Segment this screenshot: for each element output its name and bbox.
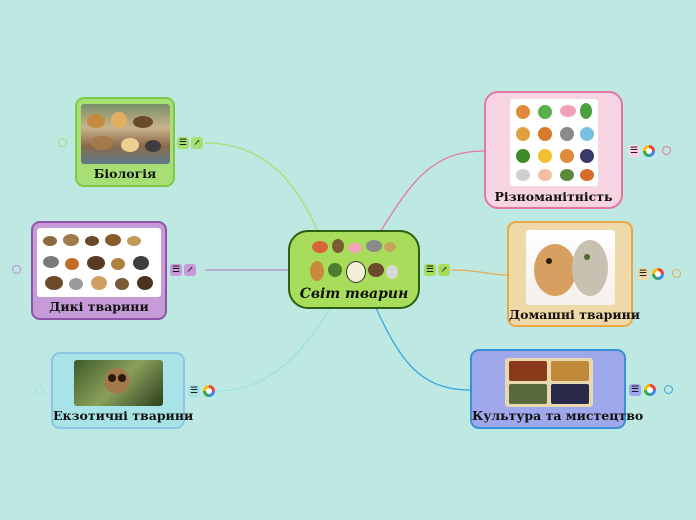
collapse-toggle[interactable]	[35, 386, 44, 395]
central-topic-title: Світ тварин	[299, 286, 409, 302]
collapse-toggle[interactable]	[58, 138, 67, 147]
link-icon[interactable]: ↗	[191, 137, 203, 149]
notes-icon[interactable]: ☰	[628, 145, 640, 157]
topic-domestic-animals[interactable]: Домашні тварини	[507, 221, 641, 327]
topic-wild-animals[interactable]: Дикі тварини	[31, 221, 167, 320]
link-icon[interactable]: ↗	[438, 264, 450, 276]
notes-icon[interactable]: ☰	[637, 268, 649, 280]
collapse-toggle[interactable]	[12, 265, 21, 274]
link-icon[interactable]: ↗	[184, 264, 196, 276]
collapse-toggle[interactable]	[672, 269, 681, 278]
topic-diversity[interactable]: Різноманітність	[484, 91, 623, 209]
notes-icon[interactable]: ☰	[629, 384, 641, 396]
google-search-icon[interactable]	[203, 385, 215, 397]
collapse-toggle[interactable]	[664, 385, 673, 394]
topic-wild-animals-label: Дикі тварини	[49, 299, 149, 314]
google-search-icon[interactable]	[644, 384, 656, 396]
topic-biology[interactable]: Біологія	[75, 97, 175, 187]
culture-art-image	[505, 358, 593, 407]
central-topic[interactable]: Світ тварин	[288, 230, 420, 309]
central-animals-image	[308, 237, 400, 287]
notes-icon[interactable]: ☰	[177, 137, 189, 149]
collapse-toggle[interactable]	[662, 146, 671, 155]
notes-icon[interactable]: ☰	[188, 385, 200, 397]
link-biology	[204, 142, 319, 233]
topic-biology-label: Біологія	[93, 166, 157, 181]
topic-exotic-animals[interactable]: Екзотичні тварини	[51, 352, 194, 429]
link-domestic	[451, 269, 508, 276]
link-exotic	[217, 307, 331, 392]
notes-icon[interactable]: ☰	[424, 264, 436, 276]
exotic-animal-image	[74, 360, 163, 406]
link-culture	[375, 307, 471, 391]
domestic-animals-image	[526, 230, 615, 305]
notes-icon[interactable]: ☰	[170, 264, 182, 276]
diversity-animals-image	[510, 99, 598, 186]
topic-culture-and-art[interactable]: Культура та мистецтво	[470, 349, 644, 429]
google-search-icon[interactable]	[643, 145, 655, 157]
topic-culture-and-art-label: Культура та мистецтво	[472, 408, 644, 423]
topic-domestic-animals-label: Домашні тварини	[509, 307, 641, 322]
topic-diversity-label: Різноманітність	[494, 189, 613, 204]
link-diversity	[379, 150, 485, 233]
biology-animals-image	[81, 104, 170, 164]
wild-animals-image	[37, 228, 161, 297]
google-search-icon[interactable]	[652, 268, 664, 280]
topic-exotic-animals-label: Екзотичні тварини	[53, 408, 194, 423]
